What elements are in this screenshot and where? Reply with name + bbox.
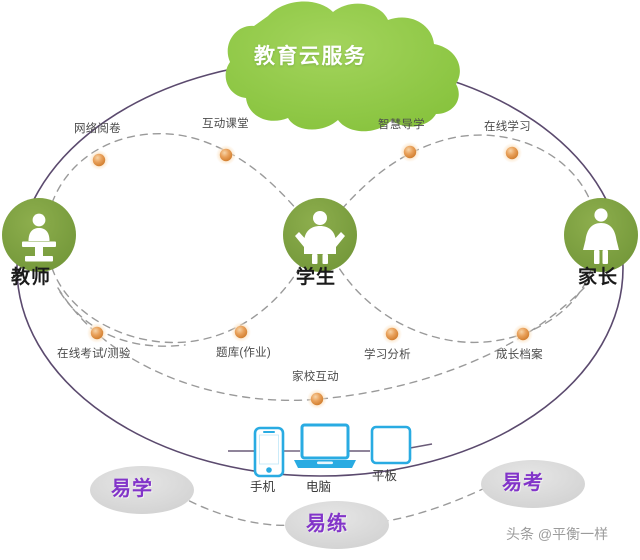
arc-easypractice-easyexam [380, 486, 488, 523]
device-phone[interactable] [253, 426, 285, 478]
node-dot-growth-portfolio[interactable] [513, 324, 533, 344]
watermark-text: 头条 @平衡一样 [506, 526, 609, 542]
node-label-growth-portfolio: 成长档案 [496, 349, 543, 361]
role-circle-parent[interactable] [564, 198, 638, 272]
arc-teacher-student-top [51, 132, 306, 220]
role-circle-teacher[interactable] [2, 198, 76, 272]
device-tablet[interactable] [370, 425, 412, 465]
node-label-smart-tutoring: 智慧导学 [378, 119, 425, 131]
cloud-shape [225, 1, 460, 132]
arc-student-parent-top [332, 134, 593, 220]
node-dot-question-bank[interactable] [231, 322, 251, 342]
teacher-podium-icon [22, 213, 56, 262]
node-dot-smart-tutoring[interactable] [400, 142, 420, 162]
node-dot-group [87, 142, 533, 409]
pill-label-easy-practice: 易练 [306, 513, 348, 535]
node-label-online-learning: 在线学习 [484, 121, 531, 133]
node-dot-interactive-class[interactable] [216, 145, 236, 165]
pill-easy-learn[interactable] [90, 466, 194, 514]
pill-label-easy-exam: 易考 [502, 472, 544, 494]
node-label-online-marking: 网络阅卷 [74, 123, 121, 135]
pill-easy-practice[interactable] [285, 501, 389, 549]
node-dot-home-school[interactable] [307, 389, 327, 409]
cloud-label: 教育云服务 [254, 45, 367, 68]
arc-student-parent-bottom [332, 257, 593, 344]
node-label-online-exam: 在线考试/测验 [57, 348, 131, 360]
arc-teacher-inner [59, 291, 186, 347]
node-dot-learning-analytics[interactable] [382, 324, 402, 344]
pill-label-easy-learn: 易学 [111, 478, 153, 500]
node-label-home-school: 家校互动 [292, 371, 339, 383]
node-dot-online-marking[interactable] [89, 150, 109, 170]
arc-easylearn-easypractice [177, 494, 293, 527]
node-dot-online-exam[interactable] [87, 323, 107, 343]
device-label-tablet: 平板 [372, 469, 398, 483]
adult-figure-icon [583, 208, 619, 264]
node-dot-online-learning[interactable] [502, 143, 522, 163]
role-label-parent: 家长 [578, 267, 619, 288]
role-circle-student[interactable] [283, 198, 357, 272]
role-label-student: 学生 [296, 267, 337, 288]
device-connector-lines [228, 443, 433, 452]
device-laptop[interactable] [294, 423, 356, 468]
role-label-teacher: 教师 [11, 267, 52, 288]
node-label-interactive-class: 互动课堂 [202, 118, 249, 130]
device-label-phone: 手机 [250, 480, 276, 494]
node-label-learning-analytics: 学习分析 [364, 349, 411, 361]
node-label-question-bank: 题库(作业) [216, 347, 271, 359]
child-figure-icon [295, 211, 345, 264]
pill-easy-exam[interactable] [481, 460, 585, 508]
device-label-laptop: 电脑 [306, 480, 332, 494]
